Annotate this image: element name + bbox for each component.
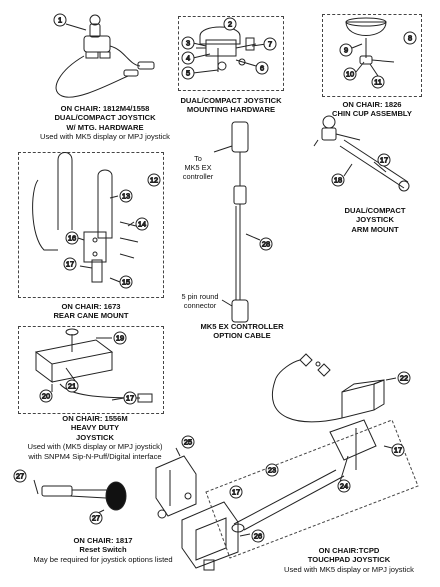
pin-connector-label: 5 pin round connector bbox=[172, 292, 228, 310]
caption-line: W/ MTG. HARDWARE bbox=[66, 122, 144, 132]
svg-text:23: 23 bbox=[268, 466, 276, 475]
svg-text:19: 19 bbox=[116, 334, 124, 343]
caption-sub: Used with MK5 display or MPJ joystick bbox=[284, 564, 414, 574]
caption-line: ARM MOUNT bbox=[351, 224, 399, 234]
rear-cane-box bbox=[18, 152, 164, 298]
caption-line: ON CHAIR: 1826 bbox=[342, 100, 402, 109]
caption-dual-compact-mtg: ON CHAIR: 1812M4/1558 DUAL/COMPACT JOYST… bbox=[30, 104, 180, 142]
svg-text:1: 1 bbox=[58, 16, 62, 25]
svg-text:5: 5 bbox=[186, 69, 190, 78]
to-mk5-label: To MK5 EX controller bbox=[178, 154, 218, 181]
svg-text:11: 11 bbox=[374, 78, 382, 87]
caption-line: OPTION CABLE bbox=[213, 331, 271, 341]
mount-brackets-illustration bbox=[155, 447, 251, 571]
caption-line: JOYSTICK bbox=[76, 432, 114, 442]
svg-text:16: 16 bbox=[68, 234, 76, 243]
caption-line: TOUCHPAD JOYSTICK bbox=[307, 555, 391, 565]
svg-text:22: 22 bbox=[400, 374, 408, 383]
svg-text:27: 27 bbox=[92, 514, 100, 523]
caption-sub: May be required for joystick options lis… bbox=[33, 554, 173, 564]
caption-sub: Used with MK5 display or MPJ joystick bbox=[40, 132, 170, 142]
svg-text:17: 17 bbox=[232, 488, 240, 497]
svg-text:20: 20 bbox=[42, 392, 50, 401]
caption-line: ON CHAIR: 1673 bbox=[61, 302, 121, 311]
svg-text:17: 17 bbox=[380, 156, 388, 165]
caption-line: MOUNTING HARDWARE bbox=[186, 105, 276, 115]
svg-text:12: 12 bbox=[150, 176, 158, 185]
caption-line: ON CHAIR: 1817 bbox=[73, 536, 133, 545]
caption-sub: with SNPM4 Sip-N-Puff/Digital interface bbox=[28, 451, 162, 461]
svg-text:6: 6 bbox=[260, 64, 264, 73]
rear-cane-mount-illustration bbox=[32, 152, 139, 283]
caption-line: DUAL/COMPACT JOYSTICK bbox=[54, 113, 156, 123]
svg-text:15: 15 bbox=[122, 278, 130, 287]
caption-line: CHIN CUP ASSEMBLY bbox=[332, 109, 412, 119]
svg-text:13: 13 bbox=[122, 192, 130, 201]
svg-text:8: 8 bbox=[408, 34, 412, 43]
label-line: connector bbox=[183, 301, 217, 310]
chin-cup-illustration bbox=[345, 17, 395, 77]
caption-reset-switch: ON CHAIR: 1817 Reset Switch May be requi… bbox=[8, 536, 198, 564]
caption-line: DUAL/COMPACT JOYSTICK bbox=[180, 96, 282, 105]
caption-line: Reset Switch bbox=[79, 545, 127, 555]
svg-text:27: 27 bbox=[16, 472, 24, 481]
svg-text:10: 10 bbox=[346, 70, 354, 79]
caption-touchpad: ON CHAIR:TCPD TOUCHPAD JOYSTICK Used wit… bbox=[264, 546, 434, 574]
caption-sub: Used with (MK5 display or MPJ joystick) bbox=[27, 442, 163, 452]
label-line: To bbox=[194, 154, 202, 163]
caption-line: ON CHAIR: 1812M4/1558 bbox=[60, 104, 150, 113]
svg-text:25: 25 bbox=[184, 438, 192, 447]
mounting-hardware-box bbox=[178, 16, 284, 91]
svg-text:17: 17 bbox=[126, 394, 134, 403]
svg-text:9: 9 bbox=[344, 46, 348, 55]
svg-text:7: 7 bbox=[268, 40, 272, 49]
touchpad-joystick-illustration bbox=[231, 353, 397, 533]
caption-arm-mount: DUAL/COMPACT JOYSTICK ARM MOUNT bbox=[330, 206, 420, 234]
callouts bbox=[13, 13, 417, 543]
svg-text:14: 14 bbox=[138, 220, 146, 229]
svg-text:28: 28 bbox=[262, 240, 270, 249]
callout-numbers: 1 2 3 4 5 7 6 8 9 10 11 12 13 14 15 16 1… bbox=[15, 15, 412, 541]
dual-compact-joystick-illustration bbox=[55, 14, 155, 98]
caption-line: REAR CANE MOUNT bbox=[53, 311, 129, 321]
caption-line: ON CHAIR:TCPD bbox=[318, 546, 380, 555]
mk5-cable-illustration bbox=[213, 121, 261, 323]
svg-text:17: 17 bbox=[394, 446, 402, 455]
heavy-duty-box bbox=[18, 326, 164, 414]
label-line: MK5 EX bbox=[184, 163, 212, 172]
touchpad-box bbox=[205, 419, 419, 559]
caption-line: HEAVY DUTY bbox=[70, 423, 120, 433]
arm-mount-illustration bbox=[313, 115, 410, 192]
caption-line: ON CHAIR: 1556M bbox=[62, 414, 128, 423]
caption-line: DUAL/COMPACT bbox=[344, 206, 406, 215]
mounting-hardware-illustration bbox=[192, 26, 267, 74]
reset-switch-illustration bbox=[33, 479, 127, 515]
svg-text:17: 17 bbox=[66, 260, 74, 269]
svg-text:3: 3 bbox=[186, 39, 190, 48]
heavy-duty-joystick-illustration bbox=[34, 328, 153, 403]
label-line: controller bbox=[182, 172, 214, 181]
caption-line: MK5 EX CONTROLLER bbox=[200, 322, 284, 331]
caption-line: JOYSTICK bbox=[356, 215, 394, 225]
chin-cup-box bbox=[322, 14, 422, 97]
svg-text:24: 24 bbox=[340, 482, 348, 491]
svg-text:26: 26 bbox=[254, 532, 262, 541]
svg-text:4: 4 bbox=[186, 54, 190, 63]
caption-mounting-hardware: DUAL/COMPACT JOYSTICK MOUNTING HARDWARE bbox=[170, 96, 292, 115]
svg-text:18: 18 bbox=[334, 176, 342, 185]
caption-rear-cane: ON CHAIR: 1673 REAR CANE MOUNT bbox=[26, 302, 156, 321]
caption-mk5-cable: MK5 EX CONTROLLER OPTION CABLE bbox=[184, 322, 300, 341]
svg-text:2: 2 bbox=[228, 20, 232, 29]
label-line: 5 pin round bbox=[181, 292, 219, 301]
svg-text:21: 21 bbox=[68, 382, 76, 391]
caption-chin-cup: ON CHAIR: 1826 CHIN CUP ASSEMBLY bbox=[314, 100, 430, 119]
caption-heavy-duty: ON CHAIR: 1556M HEAVY DUTY JOYSTICK Used… bbox=[10, 414, 180, 461]
